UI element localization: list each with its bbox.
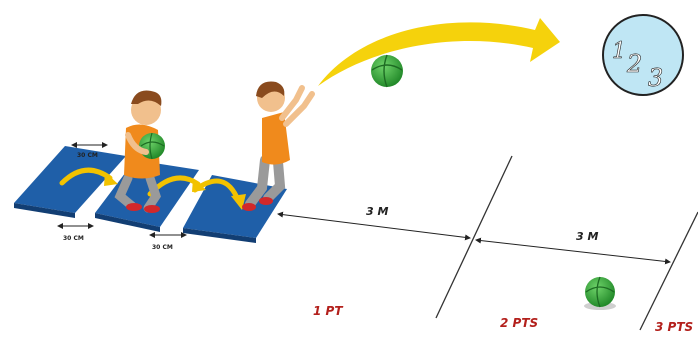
zone-points: 1 PT 2 PTS 3 PTS (313, 304, 693, 334)
ball-icon (584, 277, 616, 310)
counter-digit: 1 (612, 39, 626, 64)
mat-gap-label: 30 CM (63, 235, 84, 242)
zone-points-label: 3 PTS (655, 320, 693, 334)
throw-arrow-icon (318, 18, 560, 86)
distance-label: 3 M (366, 205, 388, 218)
zone-points-label: 2 PTS (500, 316, 538, 330)
distance-label: 3 M (576, 230, 598, 243)
counter-digit: 2 (626, 50, 642, 78)
ball-icon (139, 133, 165, 159)
zone-lines (436, 156, 698, 330)
distance-measurements: 3 M 3 M (278, 205, 670, 262)
mat-gap-label: 30 CM (77, 152, 98, 159)
zone-points-label: 1 PT (313, 304, 343, 318)
ball-icon (371, 55, 403, 87)
counter-badge-icon: 1 2 3 (603, 15, 683, 95)
counter-digit: 3 (648, 64, 663, 92)
mat-gap-label: 30 CM (152, 244, 173, 251)
